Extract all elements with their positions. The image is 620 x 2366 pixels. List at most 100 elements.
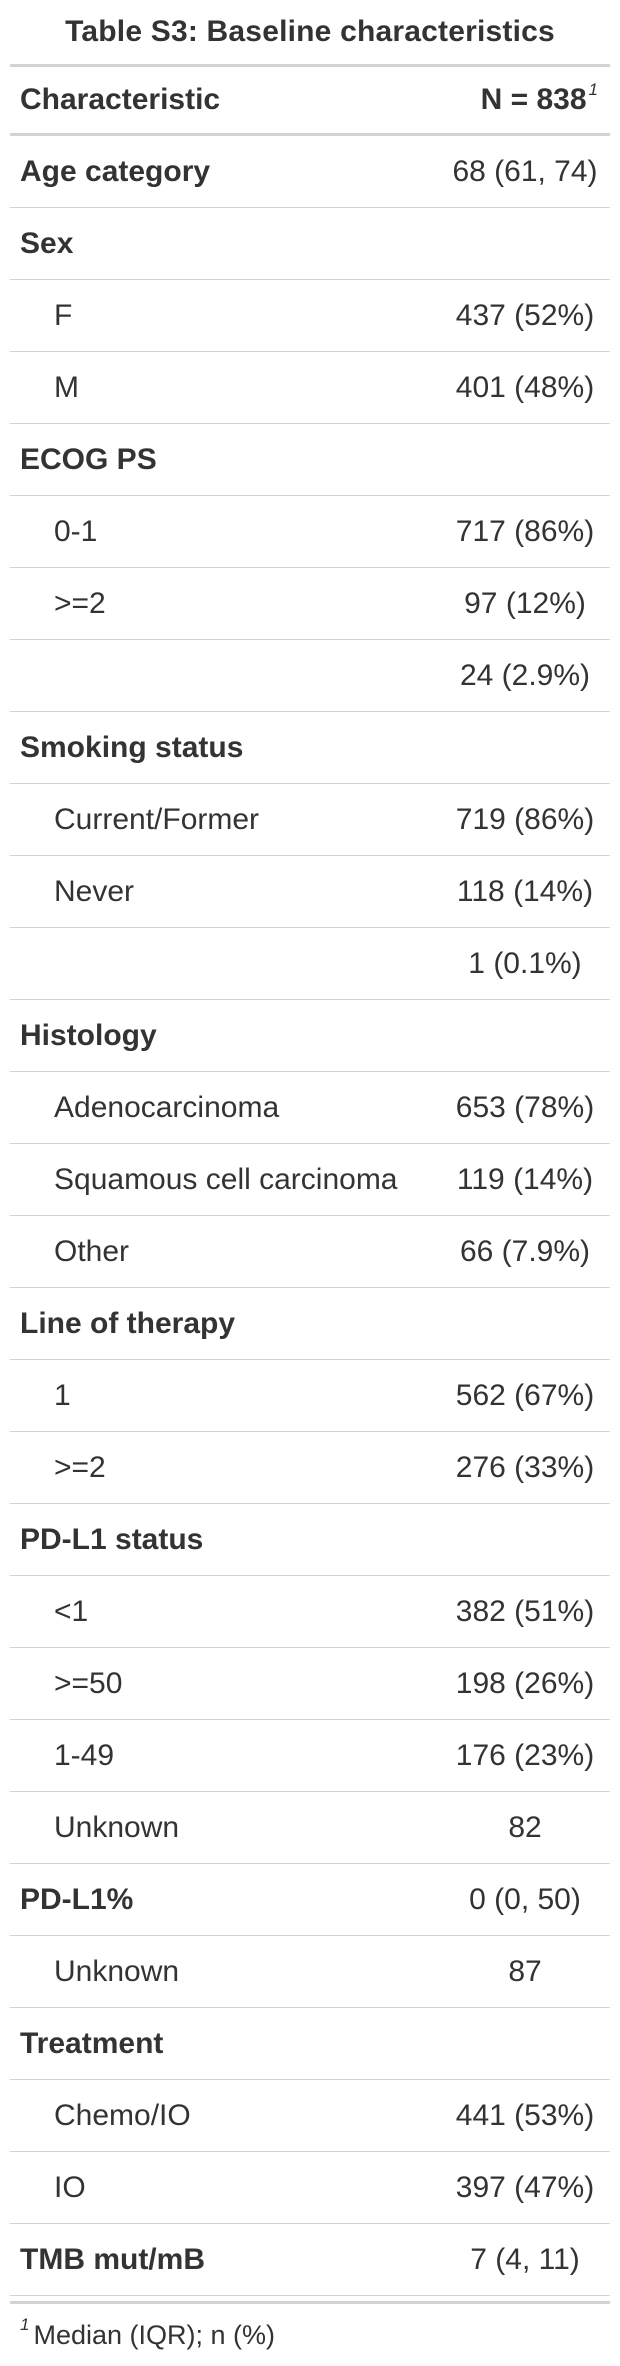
- row-label: Treatment: [20, 2026, 164, 2060]
- row-label: PD-L1%: [20, 1882, 134, 1916]
- row-value: [440, 2008, 610, 2079]
- row-label: TMB mut/mB: [20, 2242, 205, 2276]
- row-value: 97 (12%): [464, 586, 586, 620]
- row-label: Smoking status: [20, 730, 244, 764]
- header-characteristic: Characteristic: [20, 83, 221, 116]
- row-label: IO: [54, 2170, 86, 2204]
- row-value: 176 (23%): [455, 1738, 595, 1772]
- table-row: >=2 276 (33%): [10, 1432, 610, 1504]
- table-title: Table S3: Baseline characteristics: [65, 15, 555, 48]
- row-value: [440, 1504, 610, 1575]
- table-row: PD-L1% 0 (0, 50): [10, 1864, 610, 1936]
- row-label: >=50: [54, 1666, 123, 1700]
- table-row: 0-1 717 (86%): [10, 496, 610, 568]
- row-label: Unknown: [54, 1954, 180, 1988]
- row-label: ECOG PS: [20, 442, 157, 476]
- row-value: [440, 208, 610, 279]
- row-value: 118 (14%): [456, 874, 594, 908]
- header-footnote-mark: 1: [588, 80, 598, 99]
- row-value: [440, 712, 610, 783]
- table-row: Sex: [10, 208, 610, 280]
- row-value: 437 (52%): [455, 298, 595, 332]
- row-label: >=2: [54, 1450, 106, 1484]
- row-value: 68 (61, 74): [452, 154, 598, 188]
- header-n-label: N = 838: [480, 83, 587, 116]
- table-row: 1 (0.1%): [10, 928, 610, 1000]
- row-value: 66 (7.9%): [459, 1234, 591, 1268]
- row-value: 717 (86%): [455, 514, 595, 548]
- table-row: Unknown 82: [10, 1792, 610, 1864]
- table-bottom-rule: [10, 2301, 610, 2304]
- table-row: 1-49 176 (23%): [10, 1720, 610, 1792]
- row-label: 1: [54, 1378, 71, 1412]
- row-value: [440, 424, 610, 495]
- row-value: 0 (0, 50): [469, 1882, 581, 1916]
- row-value: 562 (67%): [455, 1378, 595, 1412]
- row-label: Chemo/IO: [54, 2098, 191, 2132]
- table-top-rule: [10, 64, 610, 67]
- row-value: [440, 1288, 610, 1359]
- table-row: Never 118 (14%): [10, 856, 610, 928]
- row-label: Other: [54, 1234, 130, 1268]
- table-row: Unknown 87: [10, 1936, 610, 2008]
- row-label: Never: [54, 874, 135, 908]
- header-bottom-rule: [10, 133, 610, 136]
- table-row: 24 (2.9%): [10, 640, 610, 712]
- table-row: Smoking status: [10, 712, 610, 784]
- row-value: 82: [508, 1810, 542, 1844]
- row-value: 719 (86%): [455, 802, 595, 836]
- row-label: PD-L1 status: [20, 1522, 204, 1556]
- table-row: Current/Former 719 (86%): [10, 784, 610, 856]
- row-label: Line of therapy: [20, 1306, 236, 1340]
- table-row: Age category 68 (61, 74): [10, 136, 610, 208]
- table-row: TMB mut/mB 7 (4, 11): [10, 2224, 610, 2296]
- row-label: Histology: [20, 1018, 157, 1052]
- row-value: 87: [508, 1954, 542, 1988]
- row-value: 382 (51%): [455, 1594, 595, 1628]
- row-value: 397 (47%): [455, 2170, 595, 2204]
- table-row: Chemo/IO 441 (53%): [10, 2080, 610, 2152]
- table-row: >=2 97 (12%): [10, 568, 610, 640]
- table-row: Squamous cell carcinoma 119 (14%): [10, 1144, 610, 1216]
- footnote-text: Median (IQR); n (%): [33, 2319, 276, 2350]
- row-label: >=2: [54, 586, 106, 620]
- table-row: Adenocarcinoma 653 (78%): [10, 1072, 610, 1144]
- row-label: Current/Former: [54, 802, 260, 836]
- table-row: ECOG PS: [10, 424, 610, 496]
- table-row: Treatment: [10, 2008, 610, 2080]
- row-label: 1-49: [54, 1738, 115, 1772]
- row-label: Sex: [20, 226, 74, 260]
- row-value: 441 (53%): [455, 2098, 595, 2132]
- row-label: M: [54, 370, 79, 404]
- row-value: 198 (26%): [455, 1666, 595, 1700]
- row-value: 24 (2.9%): [459, 658, 591, 692]
- table-row: >=50 198 (26%): [10, 1648, 610, 1720]
- row-label: Squamous cell carcinoma: [54, 1162, 398, 1196]
- row-value: 653 (78%): [455, 1090, 595, 1124]
- row-label: <1: [54, 1594, 89, 1628]
- table-row: IO 397 (47%): [10, 2152, 610, 2224]
- row-value: [440, 1000, 610, 1071]
- table-row: Other 66 (7.9%): [10, 1216, 610, 1288]
- row-label: Adenocarcinoma: [54, 1090, 280, 1124]
- table-row: Histology: [10, 1000, 610, 1072]
- row-value: 7 (4, 11): [470, 2242, 580, 2276]
- row-value: 1 (0.1%): [468, 946, 582, 980]
- table-row: PD-L1 status: [10, 1504, 610, 1576]
- row-value: 276 (33%): [455, 1450, 595, 1484]
- table-row: 1 562 (67%): [10, 1360, 610, 1432]
- row-label: Unknown: [54, 1810, 180, 1844]
- table-row: M 401 (48%): [10, 352, 610, 424]
- row-label: Age category: [20, 154, 211, 188]
- row-value: 401 (48%): [455, 370, 595, 404]
- table-row: Line of therapy: [10, 1288, 610, 1360]
- row-value: 119 (14%): [456, 1162, 594, 1196]
- row-label: 0-1: [54, 514, 98, 548]
- table-row: <1 382 (51%): [10, 1576, 610, 1648]
